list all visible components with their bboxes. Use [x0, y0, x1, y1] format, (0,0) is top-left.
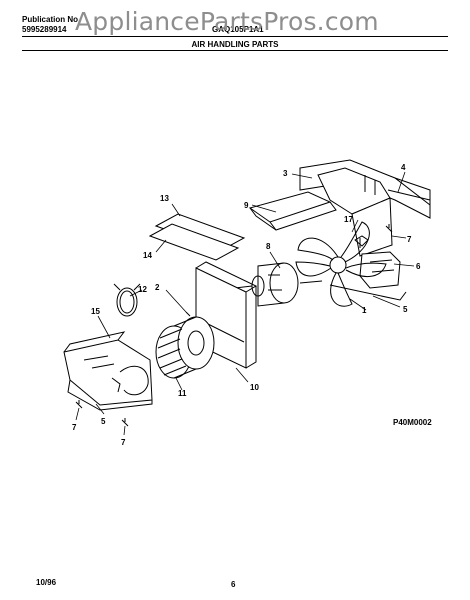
right-bracket-part [329, 251, 407, 301]
callout-5-right: 5 [403, 305, 408, 314]
section-title: AIR HANDLING PARTS [191, 40, 279, 49]
revision-date: 10/96 [36, 578, 57, 587]
callout-4: 4 [401, 163, 406, 172]
screw-fasteners [75, 224, 393, 427]
callout-5-left: 5 [101, 417, 106, 426]
duct-baffle-part [248, 191, 337, 231]
callout-3: 3 [283, 169, 288, 178]
callout-10: 10 [250, 383, 259, 392]
figure-code: P40M0002 [393, 418, 432, 427]
callout-7-right: 7 [407, 235, 412, 244]
callout-17: 17 [344, 215, 353, 224]
callout-7-left: 7 [72, 423, 77, 432]
callout-9: 9 [244, 201, 249, 210]
callout-1: 1 [362, 306, 367, 315]
callout-14: 14 [143, 251, 152, 260]
clamp-ring [113, 283, 141, 317]
callout-6: 6 [416, 262, 421, 271]
air-filter [148, 213, 246, 261]
callout-11: 11 [178, 389, 187, 398]
condenser-fan-blade [295, 221, 387, 307]
callout-13: 13 [160, 194, 169, 203]
publication-label: Publication No. [22, 15, 81, 24]
callout-2: 2 [155, 283, 160, 292]
spring-clip [354, 235, 369, 248]
callout-7-bottom: 7 [121, 438, 126, 447]
page-number: 6 [231, 580, 236, 589]
callout-15: 15 [91, 307, 100, 316]
header-rule-bottom [22, 50, 448, 51]
callout-8: 8 [266, 242, 271, 251]
callout-12: 12 [138, 285, 147, 294]
callout-leaders [75, 171, 415, 436]
watermark: AppliancePartsPros.com [75, 7, 379, 36]
blower-scroll-housing [63, 331, 153, 411]
fan-motor [234, 262, 323, 307]
blower-wheel [155, 316, 215, 379]
header-rule-top [22, 36, 448, 37]
publication-number: 5995289914 [22, 25, 67, 34]
model-number: GAQ105P1A1 [212, 25, 264, 34]
